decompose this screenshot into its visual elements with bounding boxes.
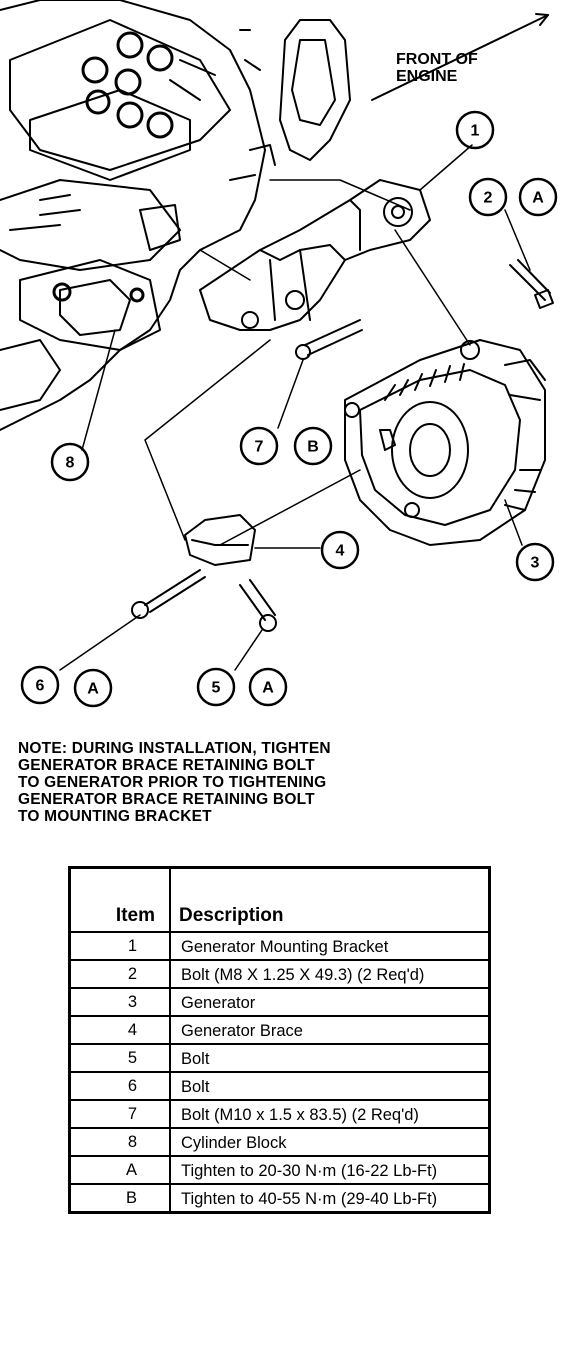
- legend-item-number: A: [68, 1155, 171, 1185]
- mounting-bracket-drawing: [199, 179, 431, 331]
- callout-a-item2: A: [532, 190, 544, 207]
- callout-circle-a2: [518, 177, 558, 217]
- table-row: 6 Bolt: [68, 1071, 491, 1101]
- legend-item-number: 6: [68, 1071, 171, 1101]
- legend-item-number: 2: [68, 959, 171, 989]
- note-line: TO MOUNTING BRACKET: [18, 808, 212, 825]
- callout-circle-3: [515, 542, 555, 582]
- table-row: 3 Generator: [68, 987, 491, 1017]
- legend-item-number: 4: [68, 1015, 171, 1045]
- table-row: 4 Generator Brace: [68, 1015, 491, 1045]
- callout-circle-a5: [248, 667, 288, 707]
- callout-circle-2: [468, 177, 508, 217]
- callout-4: 4: [336, 543, 345, 560]
- callout-circle-8: [50, 442, 90, 482]
- legend-header-item: Item: [68, 866, 171, 933]
- legend-item-description: Tighten to 40-55 N·m (29-40 Lb-Ft): [169, 1183, 491, 1214]
- table-row: 7 Bolt (M10 x 1.5 x 83.5) (2 Req'd): [68, 1099, 491, 1129]
- front-of-engine-arrow: [371, 13, 549, 101]
- legend-header-description: Description: [169, 866, 491, 933]
- table-row: 5 Bolt: [68, 1043, 491, 1073]
- callout-circle-4: [320, 530, 360, 570]
- legend-item-number: 5: [68, 1043, 171, 1073]
- legend-item-number: 8: [68, 1127, 171, 1157]
- callout-a-item6: A: [87, 681, 99, 698]
- legend-item-number: 3: [68, 987, 171, 1017]
- callout-1: 1: [471, 123, 480, 140]
- legend-item-description: Generator Mounting Bracket: [169, 931, 491, 961]
- callout-b-item7: B: [307, 439, 319, 456]
- legend-item-description: Bolt: [169, 1071, 491, 1101]
- front-of-engine-label-line1: FRONT OF: [396, 51, 478, 68]
- callout-3: 3: [531, 555, 540, 572]
- callout-6: 6: [36, 678, 45, 695]
- generator-brace-drawing: [184, 514, 256, 566]
- legend-item-description: Generator: [169, 987, 491, 1017]
- note-line: NOTE: DURING INSTALLATION, TIGHTEN: [18, 740, 331, 757]
- legend-item-description: Generator Brace: [169, 1015, 491, 1045]
- engine-lift-bracket: [279, 19, 351, 161]
- note-line: GENERATOR BRACE RETAINING BOLT: [18, 757, 315, 774]
- callout-5: 5: [212, 680, 221, 697]
- callout-a-item5: A: [262, 680, 274, 697]
- callout-circle-7: [239, 426, 279, 466]
- exploded-view-drawing: 1 2 A 3 4 5 A 6 A 7 B 8 FRONT OF ENGINE: [0, 0, 558, 708]
- bolts-drawing: [131, 259, 554, 632]
- callout-7: 7: [255, 439, 264, 456]
- callout-circle-5: [196, 667, 236, 707]
- table-row: B Tighten to 40-55 N·m (29-40 Lb-Ft): [68, 1183, 491, 1214]
- callout-8: 8: [66, 455, 75, 472]
- installation-note: NOTE: DURING INSTALLATION, TIGHTEN GENER…: [18, 740, 558, 825]
- cylinder-block-drawing: [0, 0, 276, 431]
- generator-drawing: [344, 339, 546, 546]
- legend-item-description: Cylinder Block: [169, 1127, 491, 1157]
- legend-item-number: 1: [68, 931, 171, 961]
- callout-2: 2: [484, 190, 493, 207]
- callout-circle-a6: [73, 668, 113, 708]
- legend-item-description: Bolt: [169, 1043, 491, 1073]
- cylinder-bores: [52, 31, 174, 303]
- note-line: TO GENERATOR PRIOR TO TIGHTENING: [18, 774, 327, 791]
- table-row: A Tighten to 20-30 N·m (16-22 Lb-Ft): [68, 1155, 491, 1185]
- callout-circle-6: [20, 665, 60, 705]
- note-line: GENERATOR BRACE RETAINING BOLT: [18, 791, 315, 808]
- table-row: 1 Generator Mounting Bracket: [68, 931, 491, 961]
- callout-circle-b7: [293, 426, 333, 466]
- assembly-lines: [59, 144, 531, 671]
- parts-legend-table: Item Description 1 Generator Mounting Br…: [68, 866, 491, 1214]
- front-of-engine-label-line2: ENGINE: [396, 68, 458, 85]
- table-row: 8 Cylinder Block: [68, 1127, 491, 1157]
- legend-item-number: B: [68, 1183, 171, 1214]
- callout-circle-1: [455, 110, 495, 150]
- legend-item-description: Bolt (M8 X 1.25 X 49.3) (2 Req'd): [169, 959, 491, 989]
- table-row: 2 Bolt (M8 X 1.25 X 49.3) (2 Req'd): [68, 959, 491, 989]
- legend-item-number: 7: [68, 1099, 171, 1129]
- legend-item-description: Tighten to 20-30 N·m (16-22 Lb-Ft): [169, 1155, 491, 1185]
- legend-item-description: Bolt (M10 x 1.5 x 83.5) (2 Req'd): [169, 1099, 491, 1129]
- legend-header-row: Item Description: [68, 866, 491, 933]
